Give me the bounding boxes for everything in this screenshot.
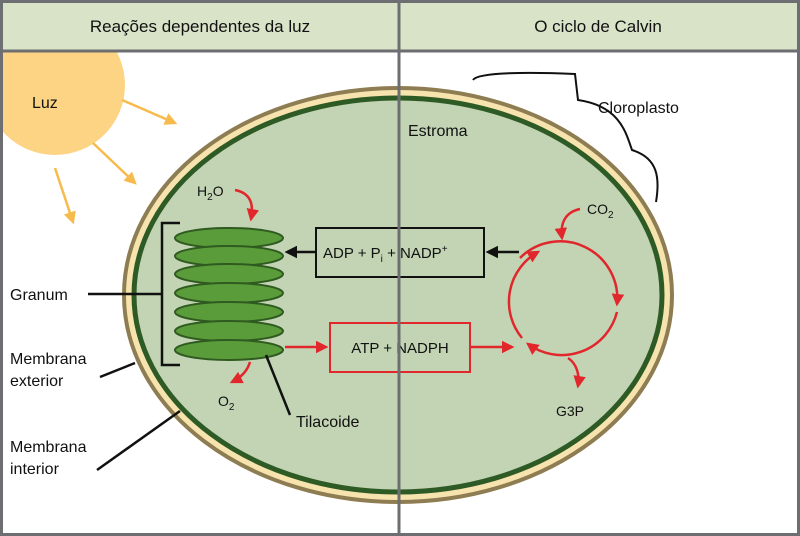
chloroplast-label: Cloroplasto: [598, 100, 679, 117]
light-label: Luz: [32, 95, 58, 112]
header-left-title: Reações dependentes da luz: [90, 17, 310, 36]
sun-rays: [53, 98, 178, 225]
g3p-arrow: [567, 356, 586, 389]
calvin-arc-bottom: [525, 311, 619, 357]
thylakoid-disc: [174, 263, 284, 285]
inner-membrane-pointer: [96, 409, 181, 472]
granum-label: Granum: [10, 287, 68, 304]
thylakoid-disc: [174, 282, 284, 304]
adp-label: ADP + Pi + NADP+: [323, 244, 448, 265]
outer-membrane-label-line1: Membrana: [10, 351, 87, 368]
thylakoid-label: Tilacoide: [296, 414, 360, 431]
outer-membrane-pointer: [99, 361, 136, 379]
co2-label: CO2: [587, 201, 614, 221]
sun-ray-3: [53, 167, 76, 225]
water-arrow: [234, 188, 259, 222]
thylakoid-disc: [174, 320, 284, 342]
g3p-label: G3P: [556, 403, 584, 419]
oxygen-arrow: [229, 361, 252, 384]
inner-membrane-label-line2: interior: [10, 461, 60, 478]
water-label: H2O: [197, 183, 224, 203]
granum-stack: [174, 227, 284, 361]
oxygen-label: O2: [218, 393, 235, 413]
sun-disc: [3, 52, 125, 155]
calvin-arc-top: [519, 240, 625, 307]
thylakoid-disc: [174, 301, 284, 323]
sun-ray-1: [121, 98, 178, 125]
sun-ray-2: [92, 142, 137, 185]
header-right-title: O ciclo de Calvin: [534, 17, 662, 36]
sun: [3, 52, 125, 155]
calvin-cycle: [507, 240, 625, 357]
thylakoid-pointer: [264, 354, 292, 416]
outer-membrane-label-line2: exterior: [10, 373, 64, 390]
thylakoid-disc: [174, 339, 284, 361]
stroma-label: Estroma: [408, 123, 468, 140]
chloroplast-callout: [472, 71, 659, 203]
inner-membrane-label-line1: Membrana: [10, 439, 87, 456]
co2-arrow: [554, 207, 581, 241]
calvin-arc-left: [507, 250, 541, 339]
